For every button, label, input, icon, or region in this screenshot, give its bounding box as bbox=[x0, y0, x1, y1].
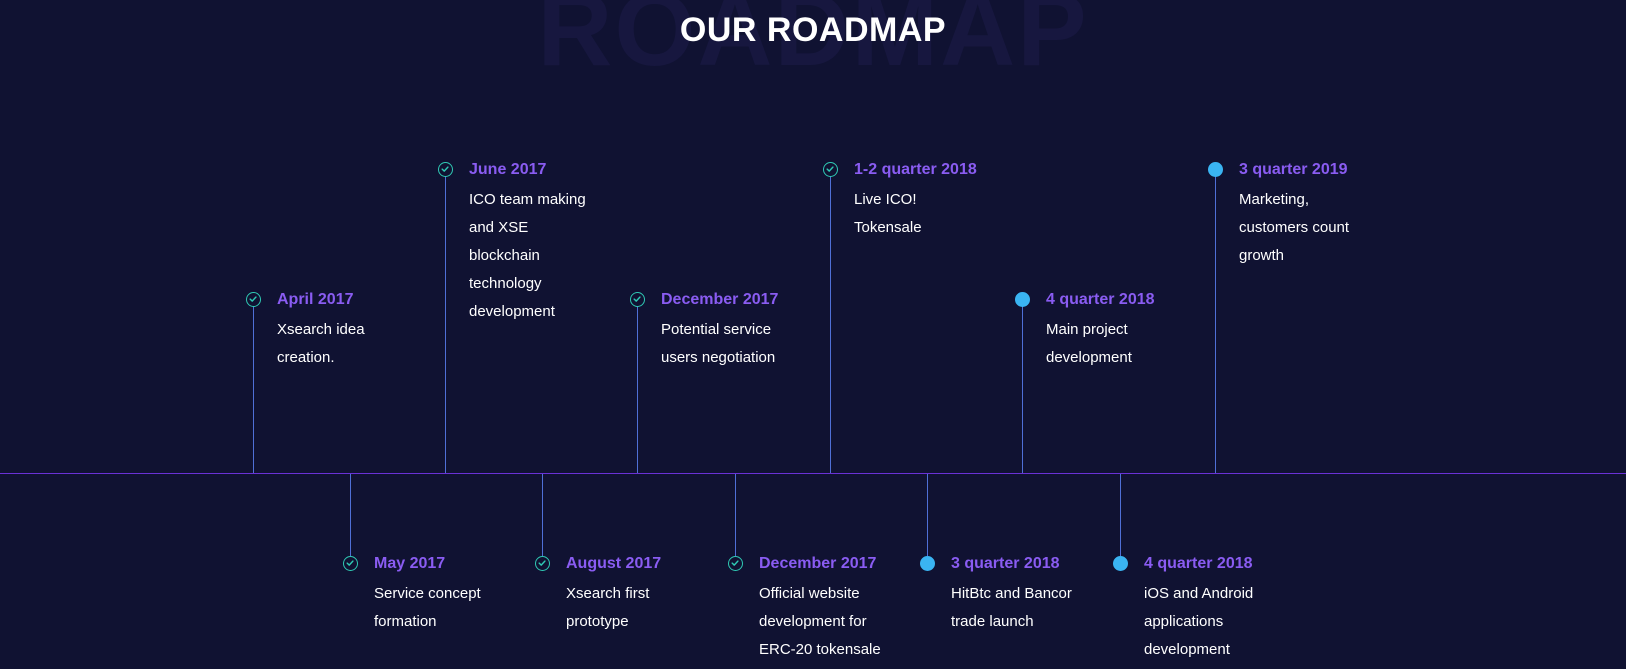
milestone-date: April 2017 bbox=[277, 291, 354, 308]
check-circle-icon bbox=[728, 556, 743, 571]
milestone-description-line: Xsearch idea bbox=[277, 321, 365, 338]
milestone-description-line: development bbox=[1144, 641, 1230, 658]
check-circle-icon bbox=[438, 162, 453, 177]
milestone-description-line: creation. bbox=[277, 349, 335, 366]
milestone-date: August 2017 bbox=[566, 555, 662, 572]
filled-dot-icon bbox=[1208, 162, 1223, 177]
timeline-connector bbox=[1022, 306, 1023, 473]
milestone-description-line: Official website bbox=[759, 585, 860, 602]
milestone-description: Main project development bbox=[1046, 316, 1132, 372]
milestone-description-line: trade launch bbox=[951, 613, 1034, 630]
milestone-date: December 2017 bbox=[661, 291, 779, 308]
timeline-connector bbox=[445, 176, 446, 473]
timeline-axis bbox=[0, 473, 1626, 474]
page-title: OUR ROADMAP bbox=[679, 11, 947, 49]
milestone-description-line: Potential service bbox=[661, 321, 772, 338]
milestone-description: HitBtc and Bancor trade launch bbox=[951, 580, 1072, 636]
timeline-connector bbox=[350, 474, 351, 556]
milestone-description: ICO team making and XSE blockchain technolo… bbox=[469, 186, 586, 326]
background-watermark-text: ROADMAP bbox=[537, 0, 1089, 88]
timeline-connector bbox=[1120, 474, 1121, 556]
check-circle-icon bbox=[823, 162, 838, 177]
milestone-description-line: customers count bbox=[1239, 219, 1350, 236]
milestone-description-line: development bbox=[1046, 349, 1132, 366]
milestone-description-line: HitBtc and Bancor bbox=[951, 585, 1072, 602]
timeline-connector bbox=[927, 474, 928, 556]
milestone-description-line: applications bbox=[1144, 613, 1224, 630]
milestone-description: iOS and Android applications development bbox=[1144, 580, 1253, 664]
milestone-date: June 2017 bbox=[469, 161, 547, 178]
milestone-date: 3 quarter 2018 bbox=[951, 555, 1060, 572]
milestone-description-line: development bbox=[469, 303, 555, 320]
timeline-connector bbox=[637, 306, 638, 473]
milestone-description-line: formation bbox=[374, 613, 437, 630]
milestone-date: December 2017 bbox=[759, 555, 877, 572]
milestone-description: Marketing, customers count growth bbox=[1239, 186, 1349, 270]
milestone-description: Potential service users negotiation bbox=[661, 316, 775, 372]
milestone-description-line: ICO team making bbox=[469, 191, 586, 208]
milestone-date: 4 quarter 2018 bbox=[1144, 555, 1253, 572]
milestone-description-line: and XSE bbox=[469, 219, 529, 236]
milestone-date: 3 quarter 2019 bbox=[1239, 161, 1348, 178]
milestone-description-line: development for bbox=[759, 613, 867, 630]
filled-dot-icon bbox=[1113, 556, 1128, 571]
milestone-date: 1-2 quarter 2018 bbox=[854, 161, 977, 178]
milestone-description-line: prototype bbox=[566, 613, 629, 630]
check-circle-icon bbox=[246, 292, 261, 307]
filled-dot-icon bbox=[1015, 292, 1030, 307]
milestone-description-line: Marketing, bbox=[1239, 191, 1310, 208]
milestone-description-line: Main project bbox=[1046, 321, 1128, 338]
milestone-description-line: technology bbox=[469, 275, 542, 292]
milestone-description-line: users negotiation bbox=[661, 349, 776, 366]
milestone-description: Xsearch first prototype bbox=[566, 580, 649, 636]
milestone-description-line: Tokensale bbox=[854, 219, 922, 236]
milestone-description: Live ICO! Tokensale bbox=[854, 186, 922, 242]
milestone-description-line: Live ICO! bbox=[854, 191, 917, 208]
milestone-date: 4 quarter 2018 bbox=[1046, 291, 1155, 308]
milestone-description-line: iOS and Android bbox=[1144, 585, 1254, 602]
check-circle-icon bbox=[535, 556, 550, 571]
timeline-connector bbox=[735, 474, 736, 556]
milestone-description: Xsearch idea creation. bbox=[277, 316, 365, 372]
milestone-description-line: blockchain bbox=[469, 247, 540, 264]
milestone-description-line: growth bbox=[1239, 247, 1285, 264]
check-circle-icon bbox=[630, 292, 645, 307]
timeline-connector bbox=[253, 306, 254, 473]
filled-dot-icon bbox=[920, 556, 935, 571]
milestone-description-line: ERC-20 tokensale bbox=[759, 641, 881, 658]
timeline-connector bbox=[830, 176, 831, 473]
milestone-date: May 2017 bbox=[374, 555, 446, 572]
milestone-description-line: Service concept bbox=[374, 585, 481, 602]
timeline-connector bbox=[1215, 176, 1216, 473]
check-circle-icon bbox=[343, 556, 358, 571]
timeline-connector bbox=[542, 474, 543, 556]
milestone-description-line: Xsearch first bbox=[566, 585, 650, 602]
milestone-description: Service concept formation bbox=[374, 580, 481, 636]
